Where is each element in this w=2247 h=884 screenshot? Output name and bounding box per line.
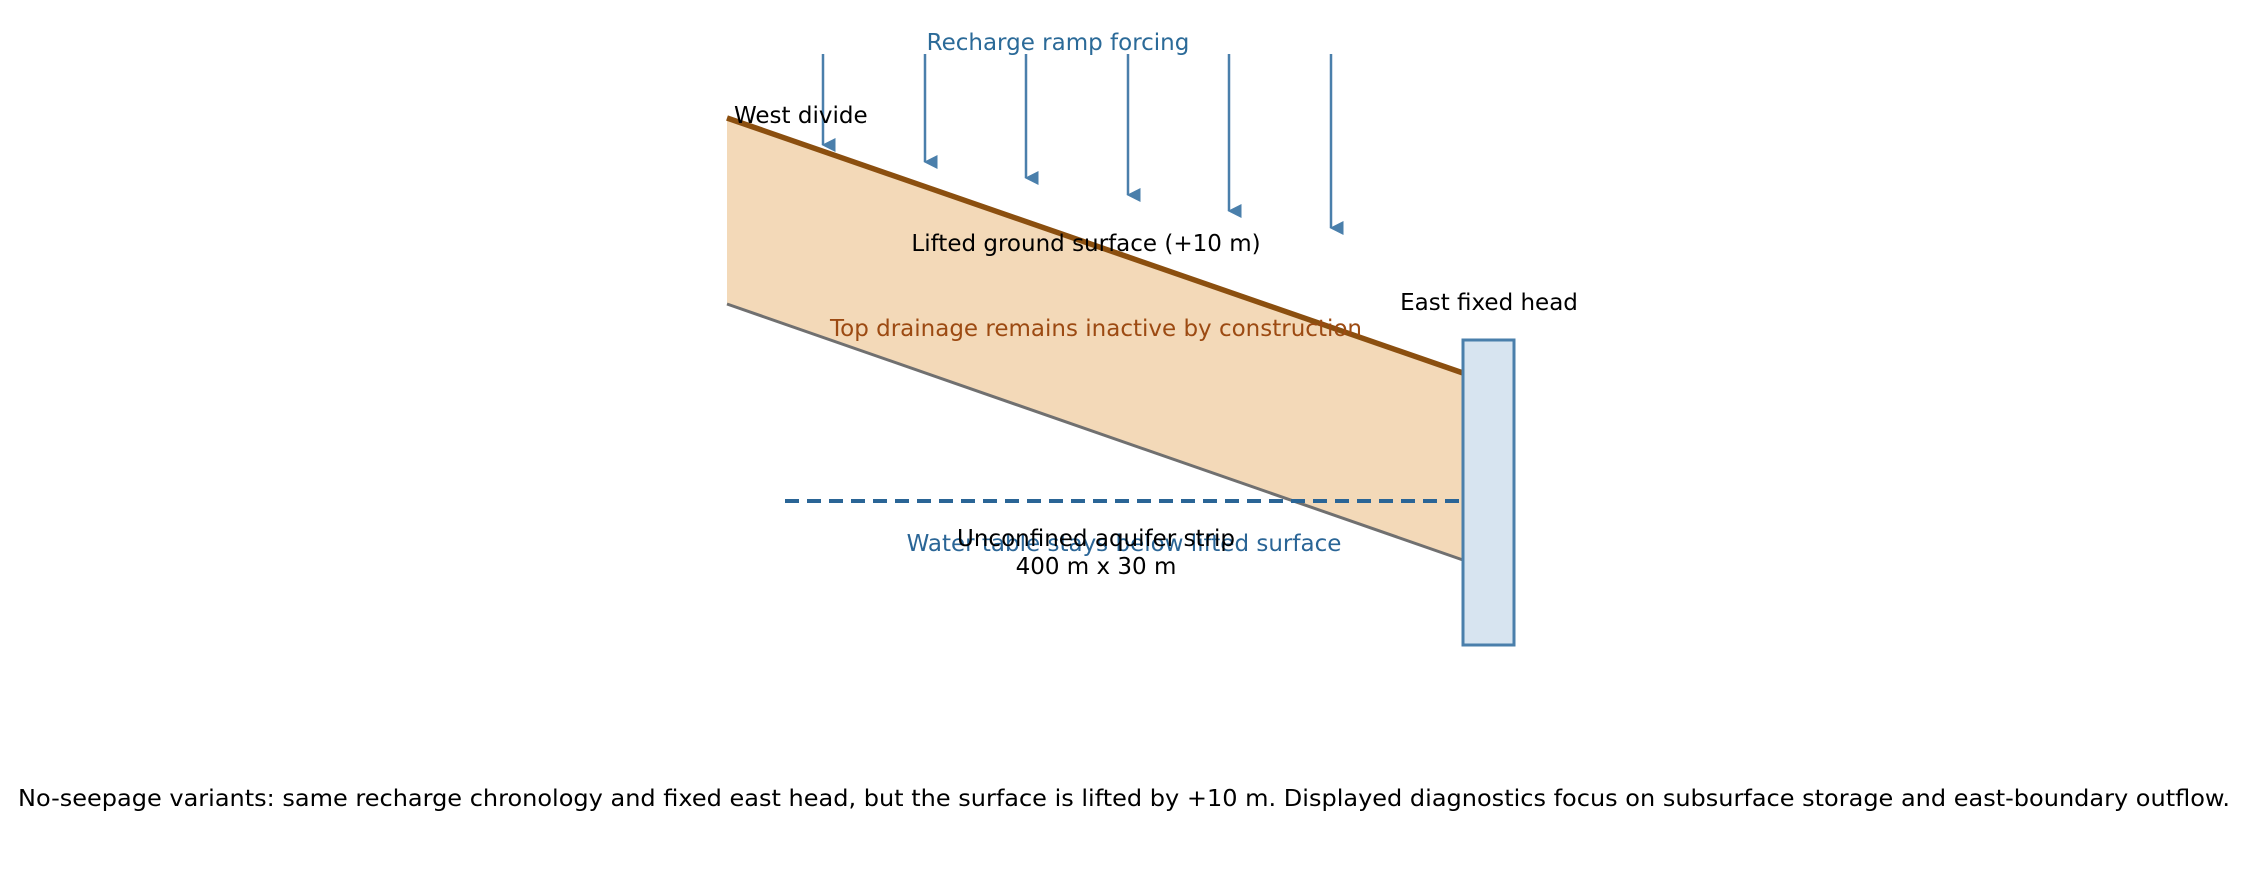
recharge-label: Recharge ramp forcing	[927, 30, 1190, 56]
east-fixed-head-boundary	[1461, 338, 1516, 647]
aquifer-base-line	[726, 302, 1464, 562]
aquifer-strip	[727, 118, 1463, 560]
aquifer-label-line2: 400 m x 30 m	[1016, 554, 1177, 580]
caption: No-seepage variants: same recharge chron…	[18, 786, 2230, 812]
west-divide-label: West divide	[734, 103, 868, 129]
drainage-label: Top drainage remains inactive by constru…	[829, 316, 1362, 342]
recharge-arrows	[821, 54, 1344, 235]
lifted-ground-surface-line	[726, 115, 1464, 376]
aquifer-label-line1: Unconfined aquifer strip	[957, 526, 1235, 552]
east-head-label: East fixed head	[1400, 290, 1578, 316]
water-table-label: Water table stays below lifted surface	[907, 531, 1342, 557]
ground-surface-label: Lifted ground surface (+10 m)	[911, 231, 1260, 257]
